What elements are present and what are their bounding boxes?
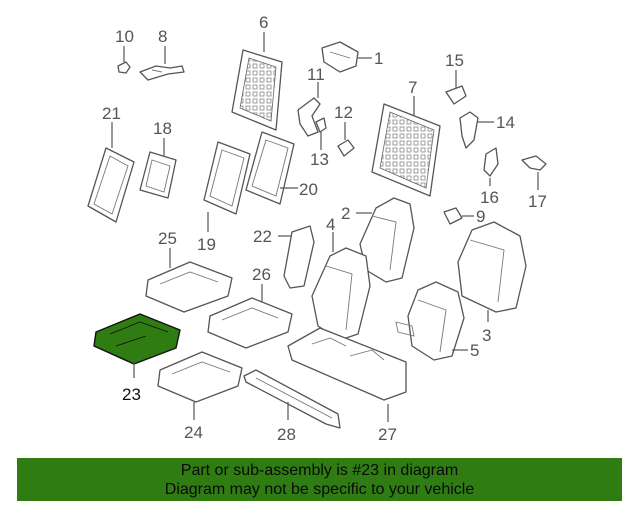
callout-12: 12 [334, 103, 353, 122]
part-20-panel[interactable] [245, 131, 295, 205]
part-22-armrest[interactable] [283, 225, 315, 289]
callout-13: 13 [310, 150, 329, 169]
callout-2: 2 [341, 204, 350, 223]
callout-14: 14 [496, 113, 515, 132]
banner-line-2: Diagram may not be specific to your vehi… [164, 481, 475, 498]
part-25-seat-cushion[interactable] [145, 261, 233, 313]
part-28-rail[interactable] [243, 369, 341, 429]
part-12-clip[interactable] [337, 139, 355, 157]
part-13-hook[interactable] [315, 117, 327, 133]
part-3-seatback-cover[interactable] [457, 221, 527, 313]
callout-1: 1 [374, 49, 383, 68]
callout-9: 9 [476, 207, 485, 226]
part-23-seat-cushion-highlighted[interactable] [93, 313, 181, 365]
part-21-panel[interactable] [87, 147, 135, 223]
part-4-seatback-assembly[interactable] [311, 247, 371, 341]
callout-11: 11 [307, 65, 325, 84]
part-7-seatback-frame[interactable] [371, 103, 441, 197]
callout-18: 18 [153, 119, 172, 138]
part-6-seatback-frame[interactable] [231, 49, 283, 131]
callout-22: 22 [253, 227, 272, 246]
callout-3: 3 [482, 326, 491, 345]
callout-5: 5 [470, 341, 479, 360]
part-15-clip[interactable] [445, 85, 467, 105]
callout-19: 19 [197, 235, 216, 254]
callout-16: 16 [480, 188, 499, 207]
part-18-pad[interactable] [139, 151, 177, 199]
part-17-bracket[interactable] [521, 155, 547, 171]
callout-10: 10 [115, 27, 134, 46]
callout-7: 7 [408, 78, 417, 97]
callout-27: 27 [378, 425, 397, 444]
callout-6: 6 [259, 13, 268, 32]
part-24-seat-cushion[interactable] [157, 351, 243, 403]
part-26-seat-cushion[interactable] [207, 297, 293, 349]
callout-28: 28 [277, 425, 296, 444]
part-8-bracket[interactable] [139, 65, 185, 81]
part-19-frame[interactable] [203, 141, 251, 215]
part-5-seatback-assembly[interactable] [395, 281, 465, 361]
part-11-bracket[interactable] [297, 97, 321, 137]
callout-25: 25 [158, 229, 177, 248]
callout-15: 15 [445, 51, 464, 70]
part-2-seatback-cushion[interactable] [359, 197, 415, 283]
callout-26: 26 [252, 265, 271, 284]
part-27-seat-base[interactable] [287, 327, 407, 401]
callout-4: 4 [326, 215, 335, 234]
callout-20: 20 [299, 180, 318, 199]
part-9-clip[interactable] [443, 207, 463, 225]
callout-24: 24 [184, 423, 203, 442]
part-1-cover[interactable] [321, 41, 359, 73]
banner-line-1: Part or sub-assembly is #23 in diagram [180, 462, 459, 479]
callout-21: 21 [102, 104, 121, 123]
info-banner: Part or sub-assembly is #23 in diagram D… [17, 458, 622, 501]
part-10-clip[interactable] [117, 61, 131, 74]
part-14-bracket[interactable] [459, 111, 479, 149]
parts-diagram: 10 8 6 1 15 11 12 13 [87, 13, 547, 444]
callout-8: 8 [158, 27, 167, 46]
callout-23: 23 [122, 385, 141, 404]
part-16-bracket[interactable] [483, 147, 499, 177]
callout-17: 17 [528, 192, 547, 211]
